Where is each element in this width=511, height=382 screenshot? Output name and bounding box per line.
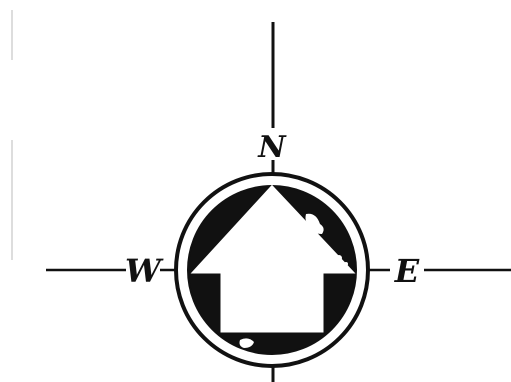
west-label: W: [125, 252, 164, 290]
print-wear-marks: [226, 213, 348, 348]
compass-rose: [174, 172, 370, 368]
house-icon: [190, 184, 356, 333]
north-label: N: [257, 130, 287, 165]
east-label: E: [394, 252, 420, 290]
